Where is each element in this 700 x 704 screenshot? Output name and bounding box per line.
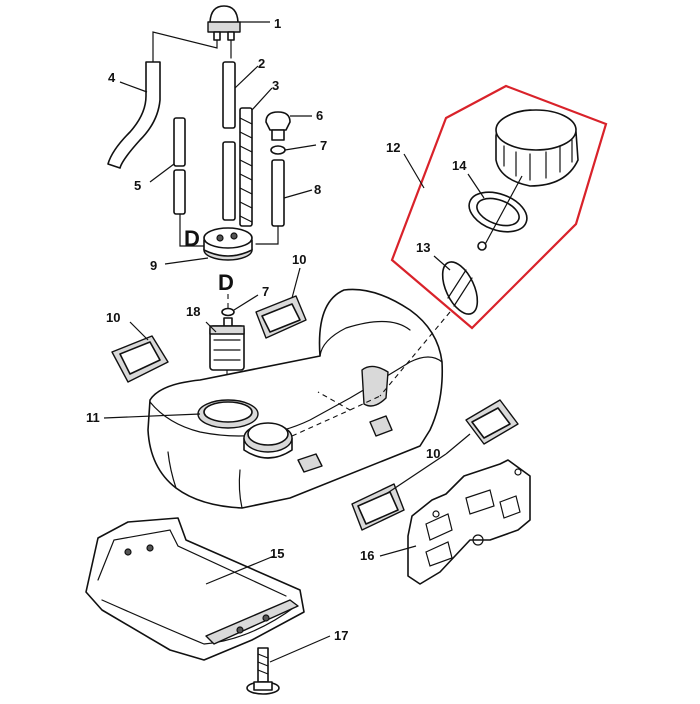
tank-gasket-plate [407,459,531,585]
d-routing-right [255,225,279,245]
fuel-tank [147,288,444,509]
leader-18 [205,321,217,333]
leader-4 [119,81,148,93]
fuel-line-grommet [203,227,253,261]
leader-11 [103,413,201,419]
damper-pad-right-upper [465,399,519,445]
callout-8: 8 [314,182,321,197]
o-ring-lower [221,307,235,317]
leader-15 [205,555,275,585]
callout-3: 3 [272,78,279,93]
callout-7-lower: 7 [262,284,269,299]
callout-12: 12 [386,140,400,155]
leader-7-upper [284,144,317,151]
o-ring-upper [270,145,286,155]
leader-2 [234,65,259,89]
cap-dash [379,311,451,397]
leader-9 [164,257,209,265]
leader-16 [379,545,417,557]
damper-pad-right-lower [351,483,405,531]
fuel-cap-kit-outline [390,84,608,330]
damper-pad-top [255,295,307,339]
callout-16: 16 [360,548,374,563]
fuel-hose-straight [222,61,236,221]
vent-hose [271,159,285,227]
callout-10-top: 10 [292,252,306,267]
callout-9: 9 [150,258,157,273]
callout-18: 18 [186,304,200,319]
damper-pad-left [111,335,169,383]
leader-14 [467,173,485,199]
leader-10-left [129,321,149,341]
leader-12 [403,153,425,189]
mounting-screw [246,647,280,695]
callout-6: 6 [316,108,323,123]
leader-5 [149,163,175,183]
callout-10-right: 10 [426,446,440,461]
leader-10-right-b [385,453,447,495]
callout-1: 1 [274,16,281,31]
callout-2: 2 [258,56,265,71]
cap-tether [481,175,523,251]
tank-vent-valve [265,111,291,141]
leader-17 [269,635,331,663]
tank-dash [291,391,381,437]
callout-10-left: 10 [106,310,120,325]
fuel-hose-curved [107,61,161,169]
leader-3 [251,87,273,111]
leader-7-lower [233,294,259,311]
d-mark-left: D [184,226,200,251]
d-mark-lower: D [218,270,234,295]
callout-4: 4 [108,70,116,85]
callout-14: 14 [452,158,467,173]
callout-7-upper: 7 [320,138,327,153]
fuel-hose-short [173,117,186,215]
cap-gasket [468,191,528,233]
leader-8 [283,189,313,199]
primer-bulb [207,5,241,41]
callout-5: 5 [134,178,141,193]
leader-10-top [291,267,301,299]
hose-routing-line [152,31,218,63]
d-routing-left [179,213,206,247]
callout-15: 15 [270,546,284,561]
fuel-filter [209,317,245,371]
leader-10-right-a [445,433,471,455]
hose-spiral-guard [239,107,253,227]
fuel-cap [495,109,579,187]
cap-retainer [441,241,487,315]
tank-bottom-cover [85,517,305,661]
callout-17: 17 [334,628,348,643]
leader-13 [433,255,451,271]
callout-13: 13 [416,240,430,255]
callout-11: 11 [86,410,100,425]
